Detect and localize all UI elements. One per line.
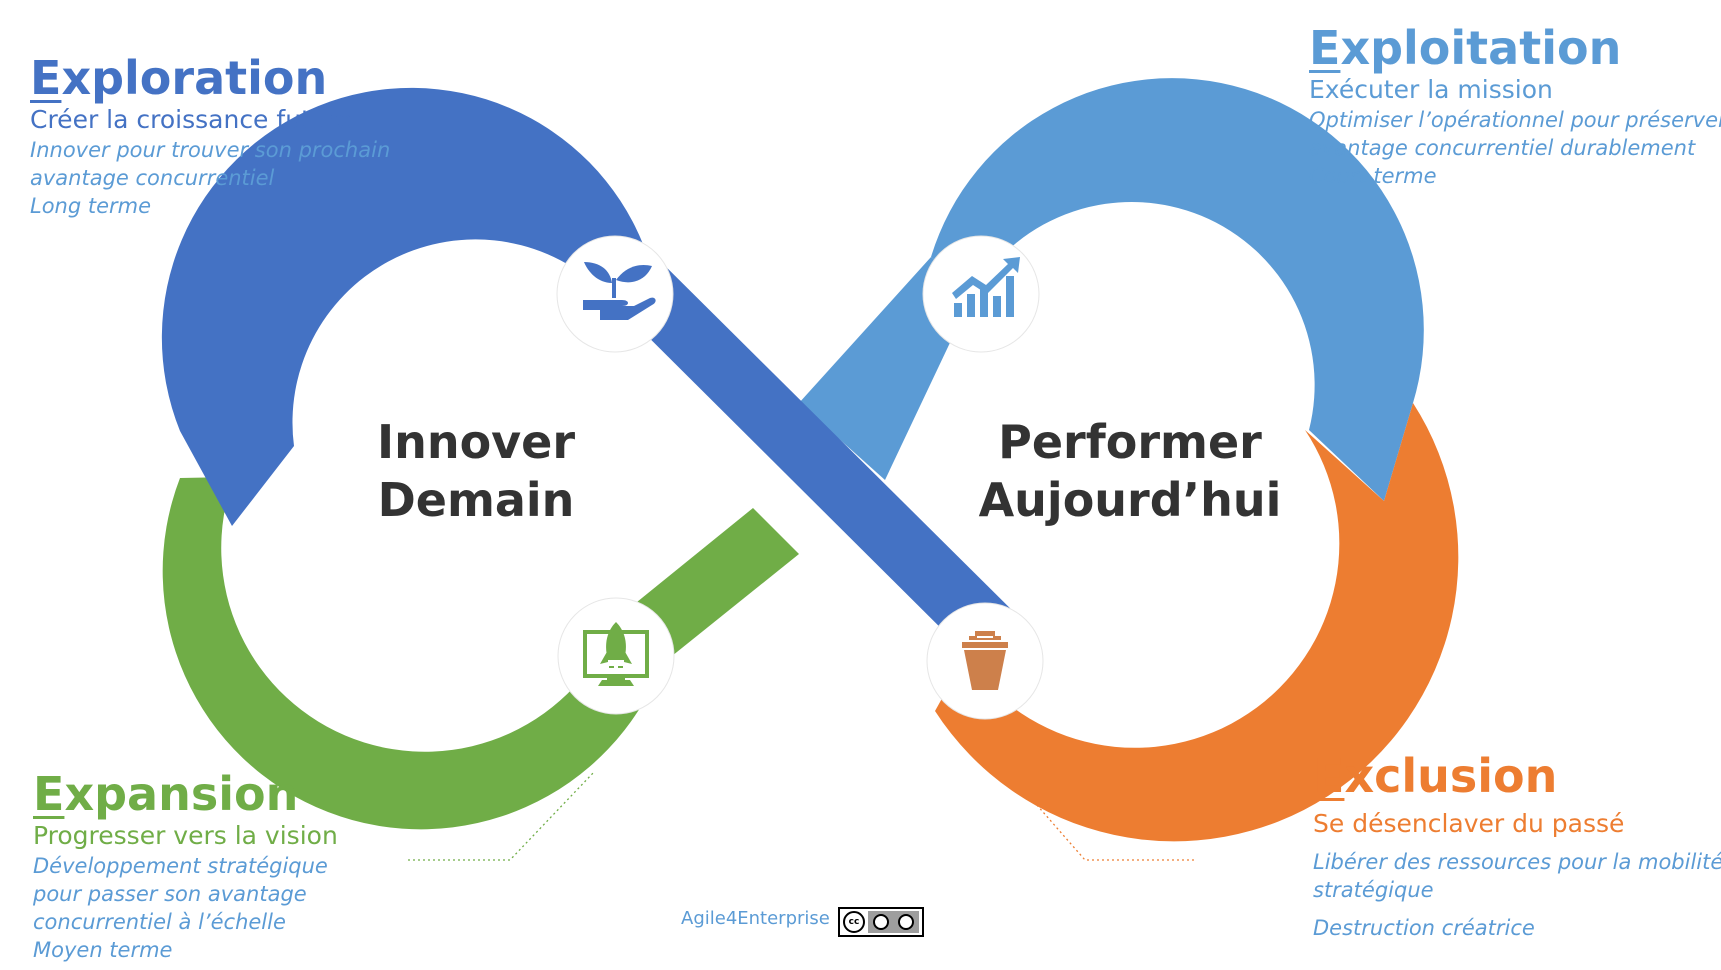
expansion-title-initial: E [33,767,65,821]
exploitation-subtitle: Exécuter la mission [1309,75,1553,104]
icon-circle-exploitation [922,235,1040,353]
growth-chart-icon [952,257,1020,317]
expansion-description: Développement stratégique pour passer so… [33,852,338,964]
exploration-desc-line: Long terme [30,194,152,218]
exclusion-title: Exclusion [1313,750,1721,802]
icon-circle-exclusion [926,602,1044,720]
exploitation-title-initial: E [1309,21,1341,75]
exploitation-desc-line: avantage concurrentiel durablement [1309,136,1696,160]
exploration-arc [161,87,643,526]
exploration-band [594,244,1031,673]
expansion-desc-line: concurrentiel à l’échelle [33,910,286,934]
center-right-line1: Performer [998,415,1262,469]
quadrant-exclusion: Exclusion Se désenclaver du passé Libére… [1313,750,1721,942]
expansion-arc [162,477,662,830]
expansion-title: Expansion [33,768,338,820]
expansion-title-rest: xpansion [64,767,299,821]
center-label-performer: Performer Aujourd’hui [960,413,1300,529]
exclusion-arc [935,403,1459,842]
expansion-desc-line: pour passer son avantage [33,882,307,906]
exclusion-desc-line: Libérer des ressources pour la mobilité [1313,850,1721,874]
exclusion-title-initial: E [1313,749,1345,803]
exploitation-arc [931,78,1424,501]
exploration-title: Exploration [30,52,390,104]
exploration-title-initial: E [30,51,62,105]
quadrant-exploration: Exploration Créer la croissance future I… [30,52,390,220]
center-right-line2: Aujourd’hui [978,473,1282,527]
license-terms [868,911,919,933]
exploitation-description: Optimiser l’opérationnel pour préserver … [1309,106,1721,190]
exploitation-desc-line: Optimiser l’opérationnel pour préserver … [1309,108,1721,132]
exclusion-desc-line: stratégique [1313,878,1434,902]
expansion-desc-line: Développement stratégique [33,854,328,878]
cc-logo-icon: cc [843,911,865,933]
trash-bin-icon [962,631,1008,690]
exploration-desc-line: Innover pour trouver son prochain [30,138,391,162]
exploitation-title: Exploitation [1309,22,1721,74]
exploration-title-rest: xploration [61,51,328,105]
quadrant-expansion: Expansion Progresser vers la vision Déve… [33,768,338,964]
rocket-screen-icon [583,622,649,686]
plant-in-hand-icon [583,262,656,320]
license-badge[interactable]: cc [838,907,924,937]
exclusion-desc-line: Destruction créatrice [1313,916,1535,940]
by-icon [872,914,889,930]
leader-expansion [408,771,595,861]
exploitation-desc-line: Court terme [1309,164,1437,188]
quadrant-exploitation: Exploitation Exécuter la mission Optimis… [1309,22,1721,190]
center-left-line1: Innover [376,415,576,469]
exclusion-description: Libérer des ressources pour la mobilité … [1313,848,1721,942]
credit-text: Agile4Enterprise [681,908,830,929]
icon-circle-expansion [557,597,675,715]
icon-circle-exploration [556,235,674,353]
exploration-subtitle: Créer la croissance future [30,105,352,134]
exploration-description: Innover pour trouver son prochain avanta… [30,136,390,220]
exclusion-title-rest: xclusion [1344,749,1558,803]
exclusion-subtitle: Se désenclaver du passé [1313,809,1625,838]
nd-icon [898,914,915,930]
center-left-line2: Demain [377,473,575,527]
exploration-desc-line: avantage concurrentiel [30,166,275,190]
expansion-desc-line: Moyen terme [33,938,173,962]
expansion-subtitle: Progresser vers la vision [33,821,338,850]
center-label-innover: Innover Demain [366,413,586,529]
exploitation-title-rest: xploitation [1340,21,1622,75]
